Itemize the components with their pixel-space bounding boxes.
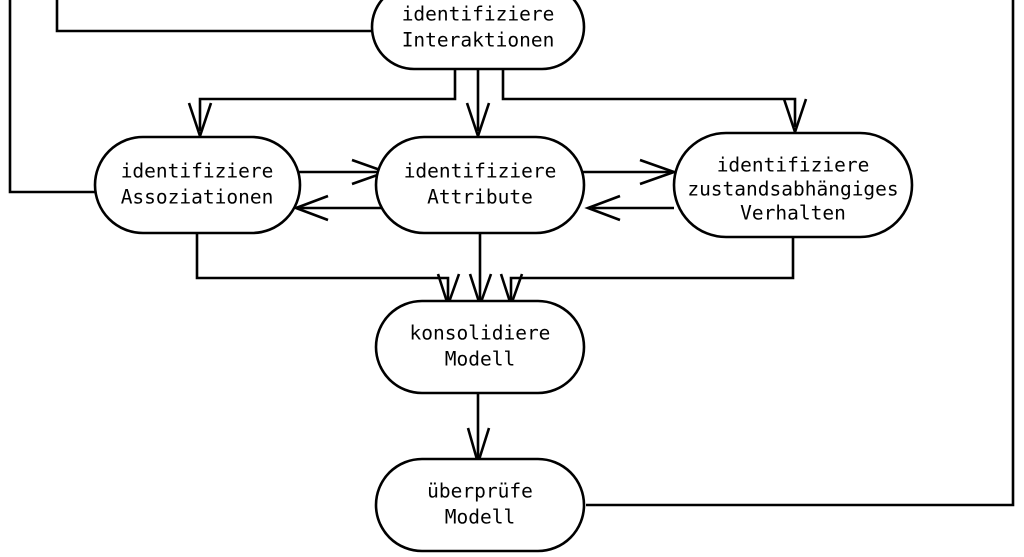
node-ueberpruefe-line-2: Modell (445, 506, 515, 529)
edge-loop-left-into-assoziationen (8, 0, 96, 194)
edge-attribute-to-konsolidiere (468, 234, 493, 310)
edge-assoziationen-to-konsolidiere (195, 234, 461, 310)
edge-assoziationen-to-attribute (292, 158, 390, 186)
edge-konsolidiere-to-ueberpruefe (466, 392, 491, 468)
node-konsolidiere-line-2: Modell (445, 348, 515, 371)
node-interaktionen[interactable]: identifiziere Interaktionen (370, 0, 586, 71)
edge-loop-top-into-interaktionen (55, 0, 374, 33)
edge-interaktionen-to-verhalten (501, 69, 808, 137)
node-assoziationen-line-2: Assoziationen (121, 186, 274, 209)
edge-attribute-to-verhalten (580, 158, 678, 186)
edge-ueberpruefe-to-offpage-right (586, 0, 1015, 507)
node-interaktionen-line-2: Interaktionen (402, 29, 555, 52)
edge-interaktionen-to-attribute (465, 69, 491, 141)
node-verhalten-line-2: zustandsabhängiges (687, 178, 898, 201)
node-assoziationen[interactable]: identifiziere Assoziationen (93, 135, 302, 235)
node-verhalten[interactable]: identifiziere zustandsabhängiges Verhalt… (672, 131, 914, 239)
edge-attribute-to-assoziationen (292, 194, 386, 222)
node-assoziationen-line-1: identifiziere (121, 160, 274, 183)
node-konsolidiere[interactable]: konsolidiere Modell (374, 299, 586, 395)
edge-verhalten-to-attribute (584, 194, 674, 222)
node-verhalten-line-1: identifiziere (717, 154, 870, 177)
node-ueberpruefe[interactable]: überprüfe Modell (374, 457, 586, 553)
node-attribute[interactable]: identifiziere Attribute (374, 135, 586, 235)
node-interaktionen-line-1: identifiziere (402, 3, 555, 26)
node-verhalten-line-3: Verhalten (740, 202, 846, 225)
node-attribute-line-1: identifiziere (404, 160, 557, 183)
edge-interaktionen-to-assoziationen (187, 69, 457, 141)
node-attribute-line-2: Attribute (427, 186, 533, 209)
node-konsolidiere-line-1: konsolidiere (410, 322, 551, 345)
node-ueberpruefe-line-1: überprüfe (427, 480, 533, 503)
edge-verhalten-to-konsolidiere (499, 238, 795, 310)
